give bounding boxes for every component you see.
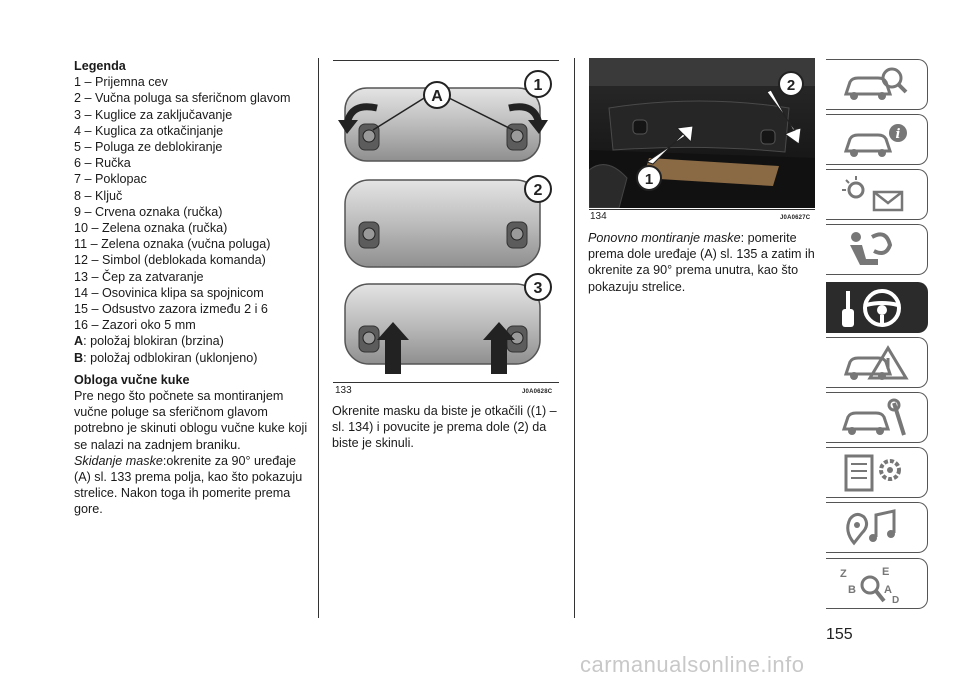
section-title: Obloga vučne kuke — [74, 372, 190, 387]
figure-134-number: 134 — [590, 211, 607, 222]
chapter-tab-car-info[interactable]: i — [826, 114, 928, 165]
specifications-icon — [844, 454, 901, 492]
figure-134-code: J0A0627C — [780, 215, 811, 221]
svg-text:i: i — [896, 127, 901, 142]
legend-item: 14 – Osovinica klipa sa spojnicom — [74, 285, 264, 300]
chapter-tab-car-warning[interactable] — [826, 59, 928, 110]
figure-133-number: 133 — [335, 385, 352, 396]
legend-item: 13 – Čep za zatvaranje — [74, 269, 204, 284]
chapter-tab-car-crash[interactable] — [826, 337, 928, 388]
legend-item: 5 – Poluga ze deblokiranje — [74, 140, 223, 155]
svg-text:B: B — [848, 584, 856, 596]
legend-title: Legenda — [74, 59, 126, 73]
state-a-text: : položaj blokiran (brzina) — [83, 334, 224, 349]
car-warning-icon — [843, 67, 908, 100]
legend-item: 4 – Kuglica za otkačinjanje — [74, 123, 224, 138]
legend-item: 7 – Poklopac — [74, 172, 147, 187]
legend-item: 9 – Crvena oznaka (ručka) — [74, 204, 223, 219]
refit-text: : pomerite prema dole uređaje (A) sl. 13… — [588, 231, 815, 294]
removal-text: :okrenite za 90° uređaje (A) sl. 133 pre… — [74, 453, 303, 517]
chapter-tab-car-service[interactable] — [826, 392, 928, 443]
figure-134-photo: 2 1 — [589, 58, 815, 208]
lights-message-icon — [842, 176, 904, 212]
svg-text:D: D — [892, 595, 899, 605]
figure-133-label-1: 1 — [534, 77, 543, 94]
figure-134-label-2: 2 — [787, 77, 795, 94]
svg-text:E: E — [882, 566, 889, 578]
right-column: Ponovno montiranje maske: pomerite prema… — [588, 230, 816, 295]
multimedia-icon — [846, 509, 896, 546]
svg-text:A: A — [884, 584, 892, 596]
chapter-tab-specifications[interactable] — [826, 447, 928, 498]
figure-133: A 1 2 3 — [333, 62, 559, 380]
legend-item: 2 – Vučna poluga sa sferičnom glavom — [74, 91, 291, 106]
legend-item: 1 – Prijemna cev — [74, 75, 168, 90]
chapter-tab-airbag-seat[interactable] — [826, 224, 928, 275]
chapter-tab-multimedia[interactable] — [826, 502, 928, 553]
page-number: 155 — [826, 626, 853, 643]
chapter-tab-lights-message[interactable] — [826, 169, 928, 220]
legend-item: 15 – Odsustvo zazora između 2 i 6 — [74, 302, 268, 317]
chapter-tab-alphabetical-index[interactable]: Z E B A D — [826, 558, 928, 609]
legend-state-b: B: položaj odblokiran (uklonjeno) — [74, 350, 310, 366]
car-crash-icon — [843, 345, 909, 380]
left-column: Legenda 1 – Prijemna cev 2 – Vučna polug… — [74, 58, 310, 518]
figure-134-label-1: 1 — [645, 171, 653, 188]
state-a-key: A — [74, 334, 84, 349]
alphabetical-index-icon: Z E B A D — [840, 566, 899, 605]
middle-column: Okrenite masku da biste je otkačili ((1)… — [332, 403, 564, 452]
section-intro: Pre nego što počnete sa montiranjem vučn… — [74, 389, 308, 452]
car-service-icon — [841, 398, 906, 436]
figure-133-label-2: 2 — [534, 182, 543, 199]
legend-item: 6 – Ručka — [74, 156, 131, 171]
refit-label: Ponovno montiranje maske — [588, 231, 741, 245]
legend-item: 11 – Zelena oznaka (vučna poluga) — [74, 237, 271, 252]
removal-paragraph: Skidanje maske:okrenite za 90° uređaje (… — [74, 453, 310, 518]
figure-133-label-a: A — [431, 88, 443, 105]
figure-133-top-rule — [333, 60, 559, 61]
removal-label: Skidanje maske — [74, 453, 163, 468]
column-divider-1 — [318, 58, 319, 618]
legend-state-a: A: položaj blokiran (brzina) — [74, 333, 310, 349]
watermark: carmanualsonline.info — [580, 652, 805, 677]
figure-133-bottom-rule — [333, 382, 559, 383]
figure-133-illustration: A 1 2 3 — [338, 70, 552, 374]
figure-133-label-3: 3 — [534, 280, 543, 297]
column-divider-2 — [574, 58, 575, 618]
state-b-key: B — [74, 350, 84, 365]
state-b-text: : položaj odblokiran (uklonjeno) — [83, 350, 258, 365]
airbag-seat-icon — [850, 232, 893, 265]
figure-134: 2 1 — [589, 58, 815, 208]
key-steering-wheel-icon — [842, 289, 901, 327]
svg-text:Z: Z — [840, 568, 847, 580]
refit-paragraph: Ponovno montiranje maske: pomerite prema… — [588, 230, 816, 295]
middle-paragraph: Okrenite masku da biste je otkačili ((1)… — [332, 404, 557, 451]
legend-item: 8 – Ključ — [74, 188, 123, 203]
figure-133-code: J0A0628C — [522, 389, 553, 395]
figure-134-bottom-rule — [589, 209, 815, 210]
legend-item: 16 – Zazori oko 5 mm — [74, 318, 196, 333]
legend-item: 12 – Simbol (deblokada komanda) — [74, 253, 266, 268]
chapter-tab-key-steering-wheel[interactable] — [826, 282, 928, 333]
car-info-icon: i — [843, 124, 907, 157]
legend-item: 10 – Zelena oznaka (ručka) — [74, 221, 228, 236]
legend-item: 3 – Kuglice za zaključavanje — [74, 107, 233, 122]
